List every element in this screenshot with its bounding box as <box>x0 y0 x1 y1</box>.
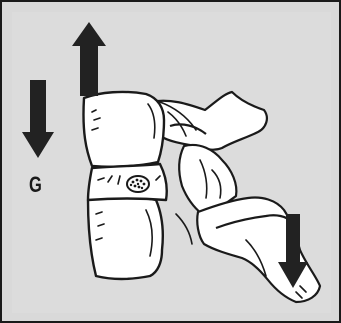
gravity-label: G <box>29 172 42 198</box>
gravity-arrow <box>22 80 54 158</box>
lower-spinous-process <box>197 198 320 303</box>
disc-nucleus <box>127 176 149 192</box>
upward-force-arrow <box>72 22 106 96</box>
upper-spinous-process <box>150 92 267 150</box>
